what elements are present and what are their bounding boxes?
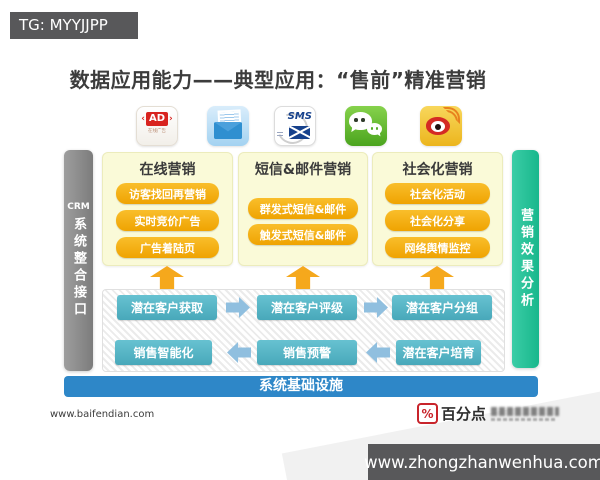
online-ad-icon: ‹ AD › 在线广告 <box>136 106 178 146</box>
sms-icon: SMS <box>272 106 316 149</box>
panel-social-marketing: 社会化营销 社会化活动 社会化分享 网络舆情监控 <box>372 152 503 266</box>
sms-envelope-shape <box>289 126 310 139</box>
tactic-online-sentiment-monitoring: 网络舆情监控 <box>385 237 490 258</box>
tactic-social-campaign: 社会化活动 <box>385 183 490 204</box>
tactic-visitor-retargeting: 访客找回再营销 <box>116 183 219 204</box>
panel-social-marketing-header: 社会化营销 <box>402 162 473 178</box>
crm-integration-label: 系统整合接口 <box>71 217 86 319</box>
weibo-signal-arc-shape <box>443 107 460 124</box>
tactic-ad-landing-page: 广告着陆页 <box>116 237 219 258</box>
baifendian-logo-name: 百分点 <box>441 405 487 423</box>
up-arrow-icon <box>150 266 184 289</box>
panel-online-marketing: 在线营销 访客找回再营销 实时竞价广告 广告着陆页 <box>102 152 233 266</box>
system-foundation-bar: 系统基础设施 <box>64 376 538 397</box>
up-arrow-icon <box>286 266 320 289</box>
wechat-small-bubble-shape <box>367 123 382 135</box>
zhongzhanwenhua-banner: www.zhongzhanwenhua.com <box>364 444 600 480</box>
panel-sms-email-marketing-header: 短信&邮件营销 <box>254 162 352 178</box>
up-arrow-icon <box>420 266 454 289</box>
ad-bracket-left-icon: ‹ <box>141 113 145 124</box>
step-lead-grouping: 潜在客户分组 <box>392 295 492 320</box>
weibo-eye-shape <box>426 117 450 135</box>
logo-tagline-blurred <box>491 406 560 421</box>
weibo-icon <box>420 106 462 146</box>
tactic-social-sharing: 社会化分享 <box>385 210 490 231</box>
panel-sms-email-marketing: 短信&邮件营销 群发式短信&邮件 触发式短信&邮件 <box>238 152 368 266</box>
panel-online-marketing-header: 在线营销 <box>139 162 196 178</box>
crm-integration-bar: CRM 系统整合接口 <box>64 150 93 371</box>
tactic-bulk-sms-email: 群发式短信&邮件 <box>248 198 358 219</box>
tg-watermark: TG: MYYJJPP <box>10 12 138 39</box>
marketing-analysis-label: 营销效果分析 <box>518 208 533 310</box>
step-sales-alert: 销售预警 <box>257 340 357 365</box>
marketing-analysis-bar: 营销效果分析 <box>512 150 539 368</box>
wechat-icon <box>345 106 387 146</box>
ad-caption: 在线广告 <box>147 128 166 134</box>
baifendian-logo: % 百分点 <box>417 403 560 424</box>
ad-badge-row: ‹ AD › <box>141 112 173 126</box>
ad-badge: AD <box>145 112 169 126</box>
ad-bracket-right-icon: › <box>169 113 173 124</box>
tactic-triggered-sms-email: 触发式短信&邮件 <box>248 224 358 245</box>
step-sales-intelligence: 销售智能化 <box>115 340 212 365</box>
sms-label: SMS <box>287 111 312 122</box>
page-title: 数据应用能力——典型应用：“售前”精准营销 <box>69 68 487 92</box>
step-lead-nurturing: 潜在客户培育 <box>396 340 481 365</box>
baifendian-logo-mark-icon: % <box>417 403 438 424</box>
wechat-big-bubble-shape <box>349 112 372 130</box>
email-icon <box>207 106 249 146</box>
step-lead-acquisition: 潜在客户获取 <box>117 295 217 320</box>
sms-speedlines-shape <box>277 132 283 136</box>
baifendian-url: www.baifendian.com <box>50 409 155 420</box>
tactic-realtime-bidding-ads: 实时竞价广告 <box>116 210 219 231</box>
step-lead-rating: 潜在客户评级 <box>257 295 357 320</box>
crm-tag: CRM <box>67 202 90 212</box>
